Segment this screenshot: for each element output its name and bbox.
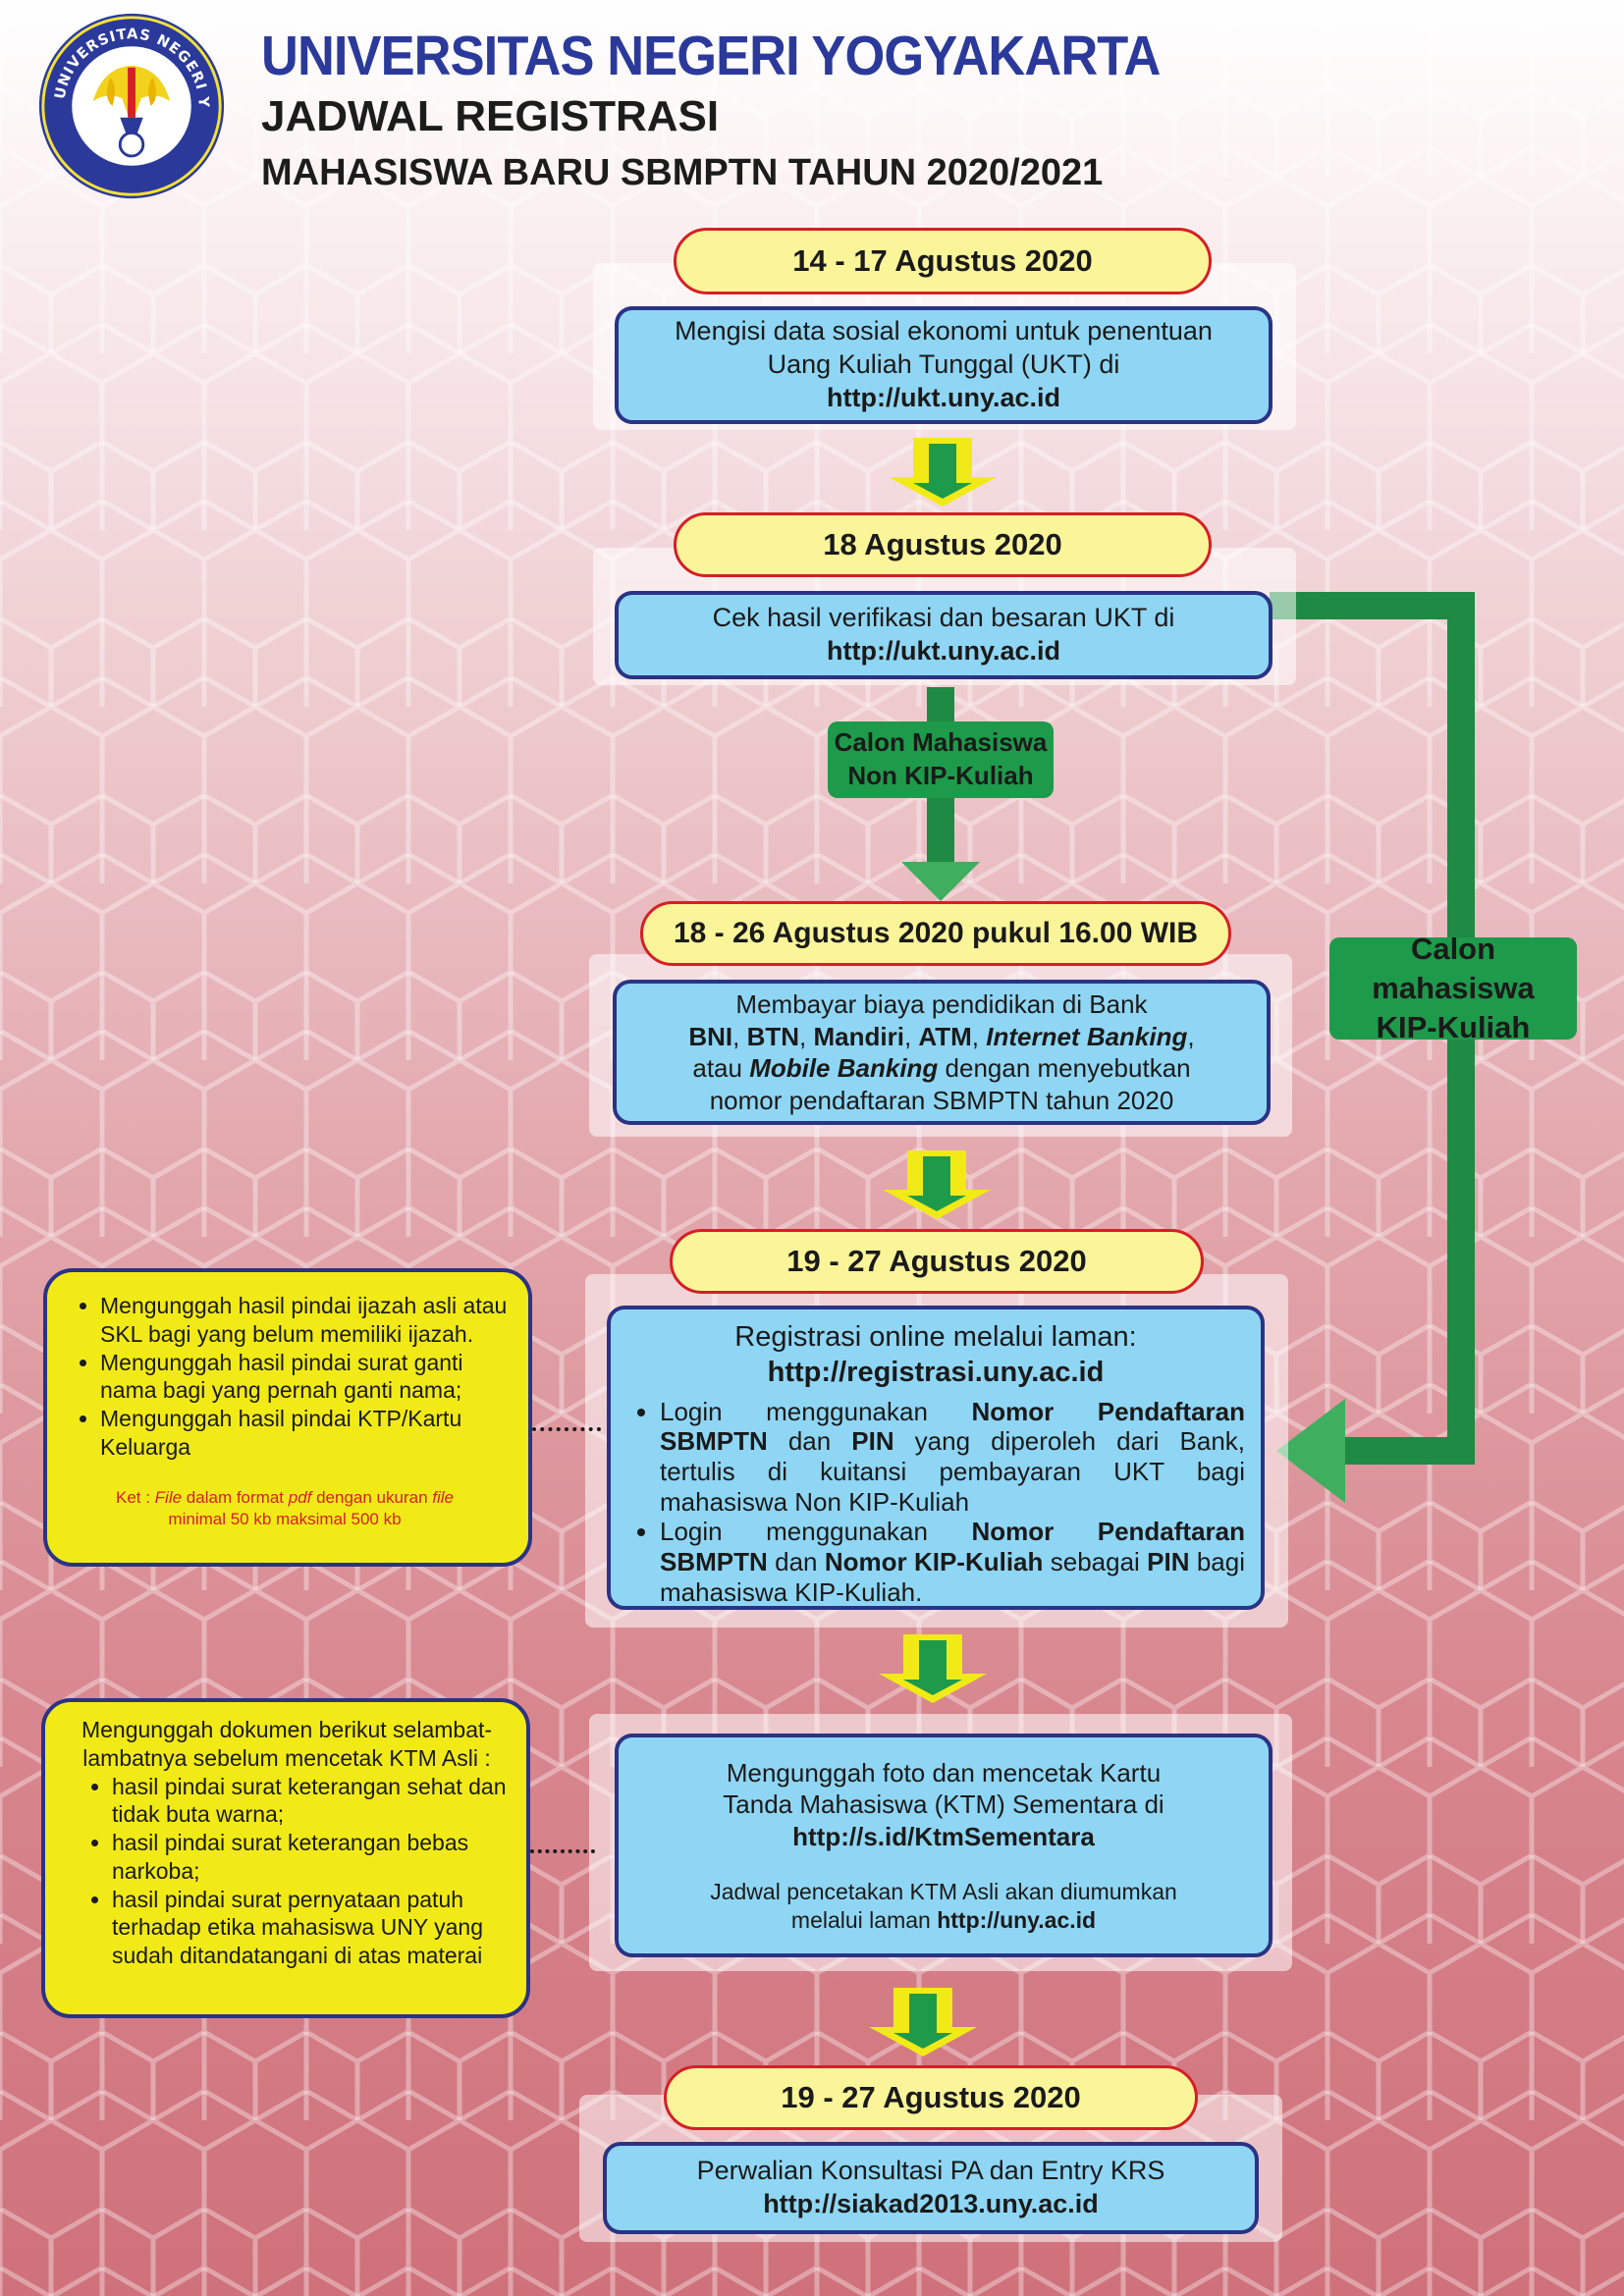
arrow-down-icon-4 bbox=[869, 1988, 977, 2056]
list-item: hasil pindai surat keterangan bebas nark… bbox=[112, 1829, 511, 1886]
step-2-line1: Cek hasil verifikasi dan besaran UKT di bbox=[712, 603, 1175, 633]
step-5-note2: melalui laman http://uny.ac.id bbox=[790, 1906, 1097, 1933]
step-5-note1: Jadwal pencetakan KTM Asli akan diumumka… bbox=[710, 1879, 1177, 1904]
step-3-line3: atau Mobile Banking dengan menyebutkan bbox=[692, 1053, 1191, 1083]
page-subtitle: MAHASISWA BARU SBMPTN TAHUN 2020/2021 bbox=[261, 152, 1104, 193]
step-1-link[interactable]: http://ukt.uny.ac.id bbox=[827, 382, 1060, 412]
step-3-date: 18 - 26 Agustus 2020 pukul 16.00 WIB bbox=[640, 901, 1231, 966]
step-5-line2: Tanda Mahasiswa (KTM) Sementara di bbox=[723, 1789, 1164, 1819]
kip-branch-label: Calon mahasiswa KIP-Kuliah bbox=[1329, 932, 1577, 1044]
non-kip-label-line2: Non KIP-Kuliah bbox=[847, 761, 1034, 790]
side-note-ktm-documents: Mengunggah dokumen berikut selambat-lamb… bbox=[41, 1698, 530, 2018]
list-item: Login menggunakan Nomor Pendaftaran SBMP… bbox=[660, 1517, 1245, 1607]
uny-logo: UNIVERSITAS NEGERI YOGYAKARTA bbox=[35, 10, 225, 199]
side-note-1-list: Mengunggah hasil pindai ijazah asli atau… bbox=[57, 1292, 513, 1462]
step-3-line1: Membayar biaya pendidikan di Bank bbox=[735, 989, 1148, 1019]
step-4-link[interactable]: http://registrasi.uny.ac.id bbox=[767, 1357, 1105, 1389]
list-item: hasil pindai surat pernyataan patuh terh… bbox=[112, 1886, 511, 1970]
step-6-date: 19 - 27 Agustus 2020 bbox=[664, 2065, 1198, 2130]
step-3-line4: nomor pendaftaran SBMPTN tahun 2020 bbox=[709, 1085, 1174, 1115]
arrow-down-icon-3 bbox=[879, 1634, 987, 1703]
step-2-box: Cek hasil verifikasi dan besaran UKT di … bbox=[615, 591, 1272, 679]
list-item: Mengunggah hasil pindai surat ganti nama… bbox=[100, 1349, 513, 1406]
list-item: Login menggunakan Nomor Pendaftaran SBMP… bbox=[660, 1397, 1245, 1518]
step-2-date: 18 Agustus 2020 bbox=[674, 512, 1212, 577]
step-4-title: Registrasi online melalui laman: bbox=[734, 1321, 1137, 1353]
non-kip-label-line1: Calon Mahasiswa bbox=[834, 727, 1048, 758]
side-note-1-connector bbox=[532, 1427, 601, 1431]
side-note-2-connector bbox=[530, 1849, 595, 1853]
list-item: Mengunggah hasil pindai KTP/Kartu Keluar… bbox=[100, 1405, 513, 1462]
step-4-date: 19 - 27 Agustus 2020 bbox=[670, 1229, 1204, 1294]
step-3-box: Membayar biaya pendidikan di Bank BNI, B… bbox=[613, 980, 1271, 1125]
step-3-line2: BNI, BTN, Mandiri, ATM, Internet Banking… bbox=[688, 1021, 1195, 1051]
non-kip-arrowhead bbox=[901, 862, 980, 901]
step-6-link[interactable]: http://siakad2013.uny.ac.id bbox=[763, 2189, 1099, 2218]
step-6-line1: Perwalian Konsultasi PA dan Entry KRS bbox=[696, 2156, 1165, 2186]
step-1-box: Mengisi data sosial ekonomi untuk penent… bbox=[615, 306, 1272, 424]
step-1-line1: Mengisi data sosial ekonomi untuk penent… bbox=[675, 316, 1213, 347]
step-6-box: Perwalian Konsultasi PA dan Entry KRS ht… bbox=[603, 2142, 1259, 2234]
step-5-box: Mengunggah foto dan mencetak Kartu Tanda… bbox=[615, 1734, 1272, 1957]
step-5-line1: Mengunggah foto dan mencetak Kartu bbox=[726, 1757, 1162, 1788]
non-kip-branch-label: Calon Mahasiswa Non KIP-Kuliah bbox=[828, 721, 1054, 798]
arrow-down-icon-2 bbox=[883, 1150, 991, 1219]
side-note-1-ket: Ket : File dalam format pdf dengan ukura… bbox=[115, 1487, 454, 1529]
step-5-note-link[interactable]: http://uny.ac.id bbox=[937, 1906, 1097, 1933]
university-name: UNIVERSITAS NEGERI YOGYAKARTA bbox=[261, 25, 1161, 87]
step-4-box: Registrasi online melalui laman: http://… bbox=[607, 1306, 1265, 1610]
step-4-login-list: Login menggunakan Nomor Pendaftaran SBMP… bbox=[611, 1397, 1261, 1608]
arrow-down-icon-1 bbox=[889, 438, 997, 507]
side-note-2-list: hasil pindai surat keterangan sehat dan … bbox=[63, 1773, 511, 1970]
step-5-link[interactable]: http://s.id/KtmSementara bbox=[792, 1821, 1095, 1851]
step-1-line2: Uang Kuliah Tunggal (UKT) di bbox=[767, 349, 1120, 380]
side-note-2-intro: Mengunggah dokumen berikut selambat-lamb… bbox=[81, 1717, 493, 1771]
list-item: Mengunggah hasil pindai ijazah asli atau… bbox=[100, 1292, 513, 1349]
side-note-upload-documents: Mengunggah hasil pindai ijazah asli atau… bbox=[43, 1268, 532, 1567]
step-1-date: 14 - 17 Agustus 2020 bbox=[674, 228, 1212, 294]
kip-label-line2: KIP-Kuliah bbox=[1376, 1010, 1531, 1045]
kip-label-line1: Calon mahasiswa bbox=[1372, 931, 1535, 1005]
page-title: JADWAL REGISTRASI bbox=[261, 92, 720, 140]
step-2-link[interactable]: http://ukt.uny.ac.id bbox=[827, 636, 1060, 666]
list-item: hasil pindai surat keterangan sehat dan … bbox=[112, 1773, 511, 1830]
